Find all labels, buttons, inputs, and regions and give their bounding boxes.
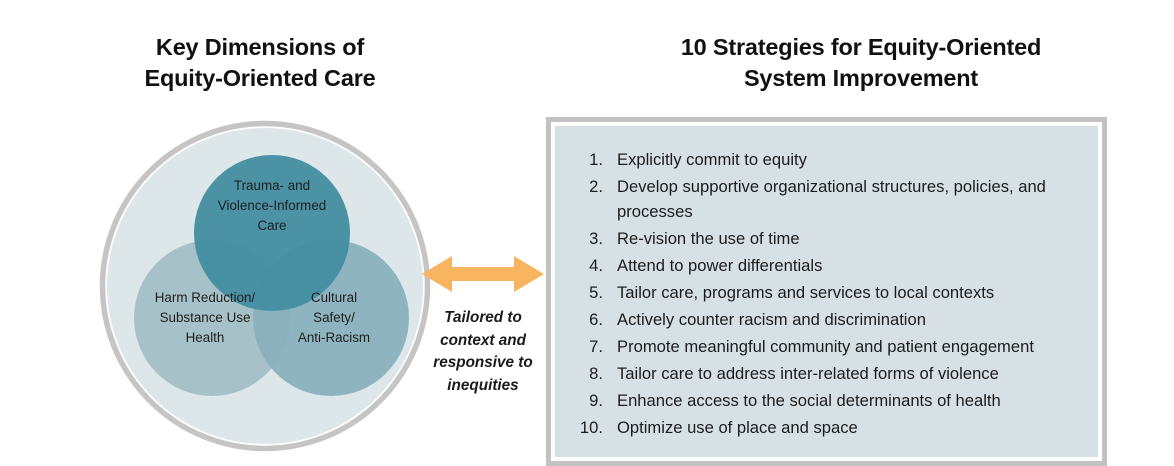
strategies-box-inner: Explicitly commit to equity Develop supp… — [555, 126, 1098, 457]
venn-label-harm-reduction-line-1: Harm Reduction/ — [155, 290, 256, 305]
right-title-line-2: System Improvement — [743, 65, 979, 91]
strategies-panel: 10 Strategies for Equity-Oriented System… — [546, 0, 1174, 466]
double-headed-arrow-shape — [422, 256, 544, 292]
strategies-list: Explicitly commit to equity Develop supp… — [569, 148, 1080, 441]
list-item: Tailor care to address inter-related for… — [569, 362, 999, 386]
list-item: Develop supportive organizational struct… — [569, 175, 1046, 221]
venn-circle-group — [134, 155, 409, 396]
list-item: Enhance access to the social determinant… — [569, 389, 1001, 413]
venn-label-cultural-safety-line-3: Anti-Racism — [298, 330, 370, 345]
connector-group: Tailored to context and responsive to in… — [418, 252, 548, 412]
venn-label-trauma-violence-line-1: Trauma- and — [234, 178, 310, 193]
left-title-line-1: Key Dimensions of — [155, 34, 365, 60]
venn-label-cultural-safety-line-2: Safety/ — [313, 310, 355, 325]
venn-circle-trauma-violence — [194, 155, 350, 311]
venn-label-cultural-safety-line-1: Cultural — [311, 290, 357, 305]
venn-diagram-svg: Trauma- and Violence-Informed Care Harm … — [99, 120, 431, 452]
connector-caption-line-2: context and — [440, 331, 526, 349]
connector-caption-line-3: responsive to — [433, 354, 533, 371]
list-item: Optimize use of place and space — [569, 416, 858, 440]
venn-label-harm-reduction-line-2: Substance Use — [160, 310, 251, 325]
list-item: Explicitly commit to equity — [569, 148, 807, 172]
connector-caption-line-1: Tailored to — [444, 309, 522, 326]
strategies-box: Explicitly commit to equity Develop supp… — [546, 117, 1107, 466]
connector-caption: Tailored to context and responsive to in… — [418, 307, 548, 397]
list-item: Attend to power differentials — [569, 254, 823, 278]
list-item: Re-vision the use of time — [569, 227, 800, 251]
left-panel-title: Key Dimensions of Equity-Oriented Care — [20, 32, 500, 94]
venn-label-trauma-violence-line-2: Violence-Informed — [218, 198, 326, 213]
right-title-line-1: 10 Strategies for Equity-Oriented — [680, 34, 1042, 60]
venn-label-trauma-violence-line-3: Care — [257, 218, 286, 233]
key-dimensions-panel: Key Dimensions of Equity-Oriented Care — [0, 0, 520, 461]
list-item: Actively counter racism and discriminati… — [569, 308, 926, 332]
list-item: Promote meaningful community and patient… — [569, 335, 1034, 359]
list-item: Tailor care, programs and services to lo… — [569, 281, 995, 305]
connector-caption-line-4: inequities — [447, 376, 519, 394]
double-headed-arrow-icon — [422, 256, 544, 292]
venn-label-harm-reduction-line-3: Health — [186, 330, 225, 345]
right-panel-title: 10 Strategies for Equity-Oriented System… — [556, 32, 1166, 94]
venn-outer-ring — [99, 120, 431, 452]
left-title-line-2: Equity-Oriented Care — [144, 65, 376, 91]
venn-diagram: Trauma- and Violence-Informed Care Harm … — [95, 118, 435, 454]
